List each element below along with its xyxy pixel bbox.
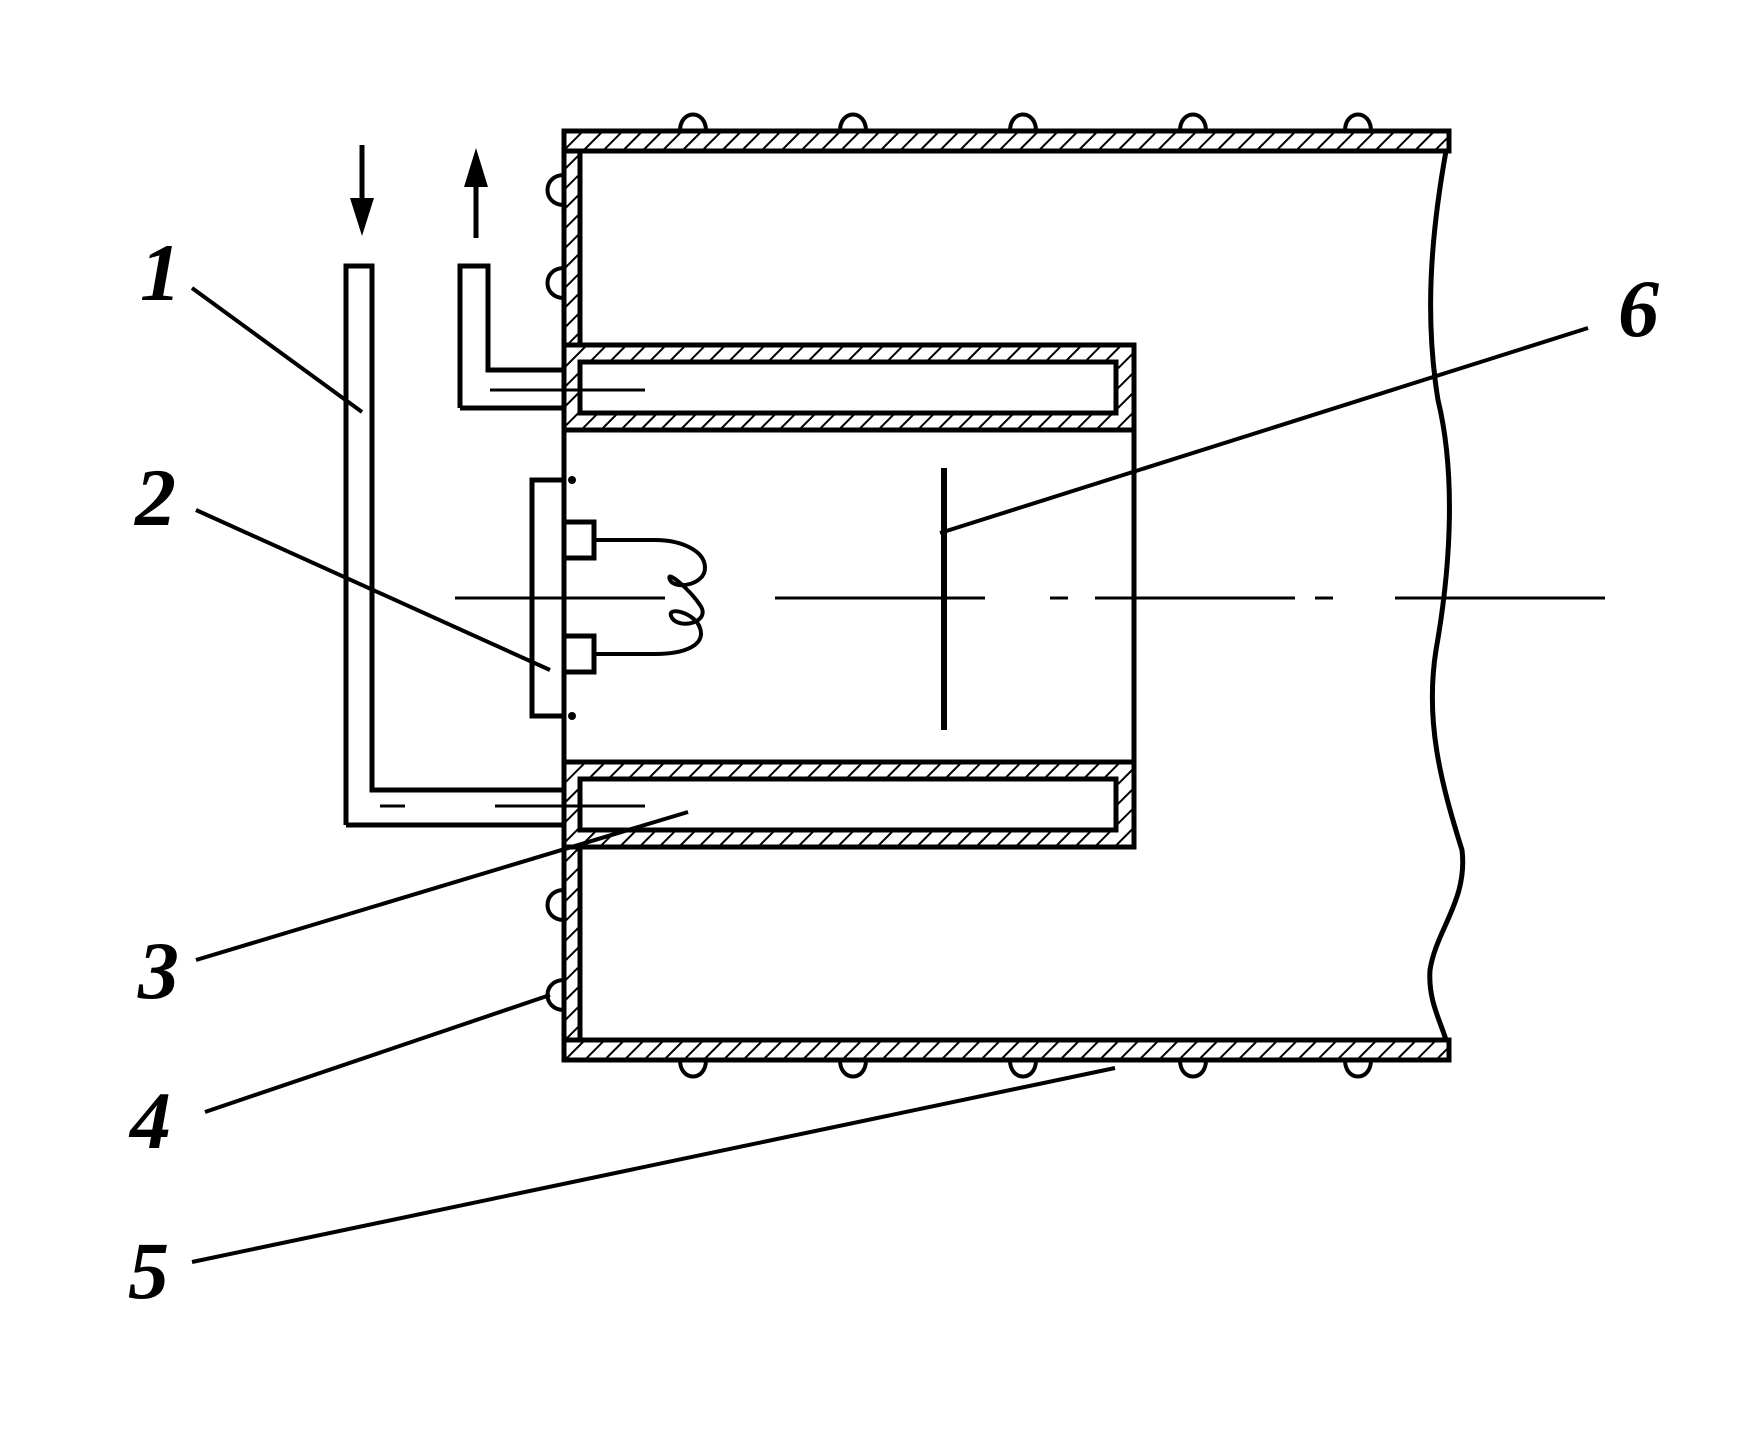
label-1: 1: [140, 227, 181, 318]
label-5: 5: [128, 1225, 169, 1316]
flow-arrows: [350, 145, 488, 238]
outer-body-bottom-wall: [561, 1037, 1452, 1063]
heater-winding: [545, 112, 1373, 1079]
leader-3: [195, 810, 689, 962]
coolant-pipes: [343, 263, 645, 828]
electrode-terminal-upper: [561, 519, 597, 561]
outer-body-left-wall-lower: [561, 843, 583, 1043]
leader-lines: [190, 286, 1589, 1264]
leader-4: [204, 993, 551, 1114]
winding-loop: [545, 266, 565, 300]
winding-loop: [678, 112, 708, 132]
winding-loop: [838, 112, 868, 132]
outer-body: [561, 128, 1466, 1063]
mount-pin: [568, 476, 576, 484]
leader-2: [195, 508, 551, 672]
arrow-up-icon-head: [464, 148, 488, 187]
winding-loop: [1343, 1059, 1373, 1079]
winding-loop: [1178, 1059, 1208, 1079]
winding-loop: [1008, 112, 1038, 132]
outer-body-break-line: [1427, 150, 1466, 1041]
coolant-outlet-pipe: [457, 263, 564, 408]
callout-labels: 1 2 3 4 5 6: [128, 227, 1659, 1316]
winding-loop: [1343, 112, 1373, 132]
mount-pin: [568, 712, 576, 720]
electrode-terminal-lower: [561, 633, 597, 675]
winding-loop: [545, 888, 565, 922]
cooling-channel-lower: [577, 776, 1119, 833]
winding-loop: [545, 173, 565, 207]
cooling-jacket: [561, 342, 1137, 850]
label-4: 4: [128, 1075, 171, 1166]
cooling-channel-upper: [577, 359, 1119, 416]
label-3: 3: [137, 925, 179, 1016]
filament-coil: [594, 538, 708, 656]
arrow-down-icon-head: [350, 198, 374, 236]
outer-body-left-wall-upper: [561, 148, 583, 348]
winding-loop: [1178, 112, 1208, 132]
winding-loop: [1008, 1059, 1038, 1079]
winding-loop: [838, 1059, 868, 1079]
winding-loop: [678, 1059, 708, 1079]
label-6: 6: [1618, 263, 1659, 354]
leader-6: [939, 326, 1589, 535]
leader-1: [190, 286, 364, 414]
leader-5: [191, 1066, 1116, 1264]
outer-body-top-wall: [561, 128, 1452, 154]
coolant-inlet-pipe: [343, 263, 564, 825]
label-2: 2: [134, 452, 176, 543]
